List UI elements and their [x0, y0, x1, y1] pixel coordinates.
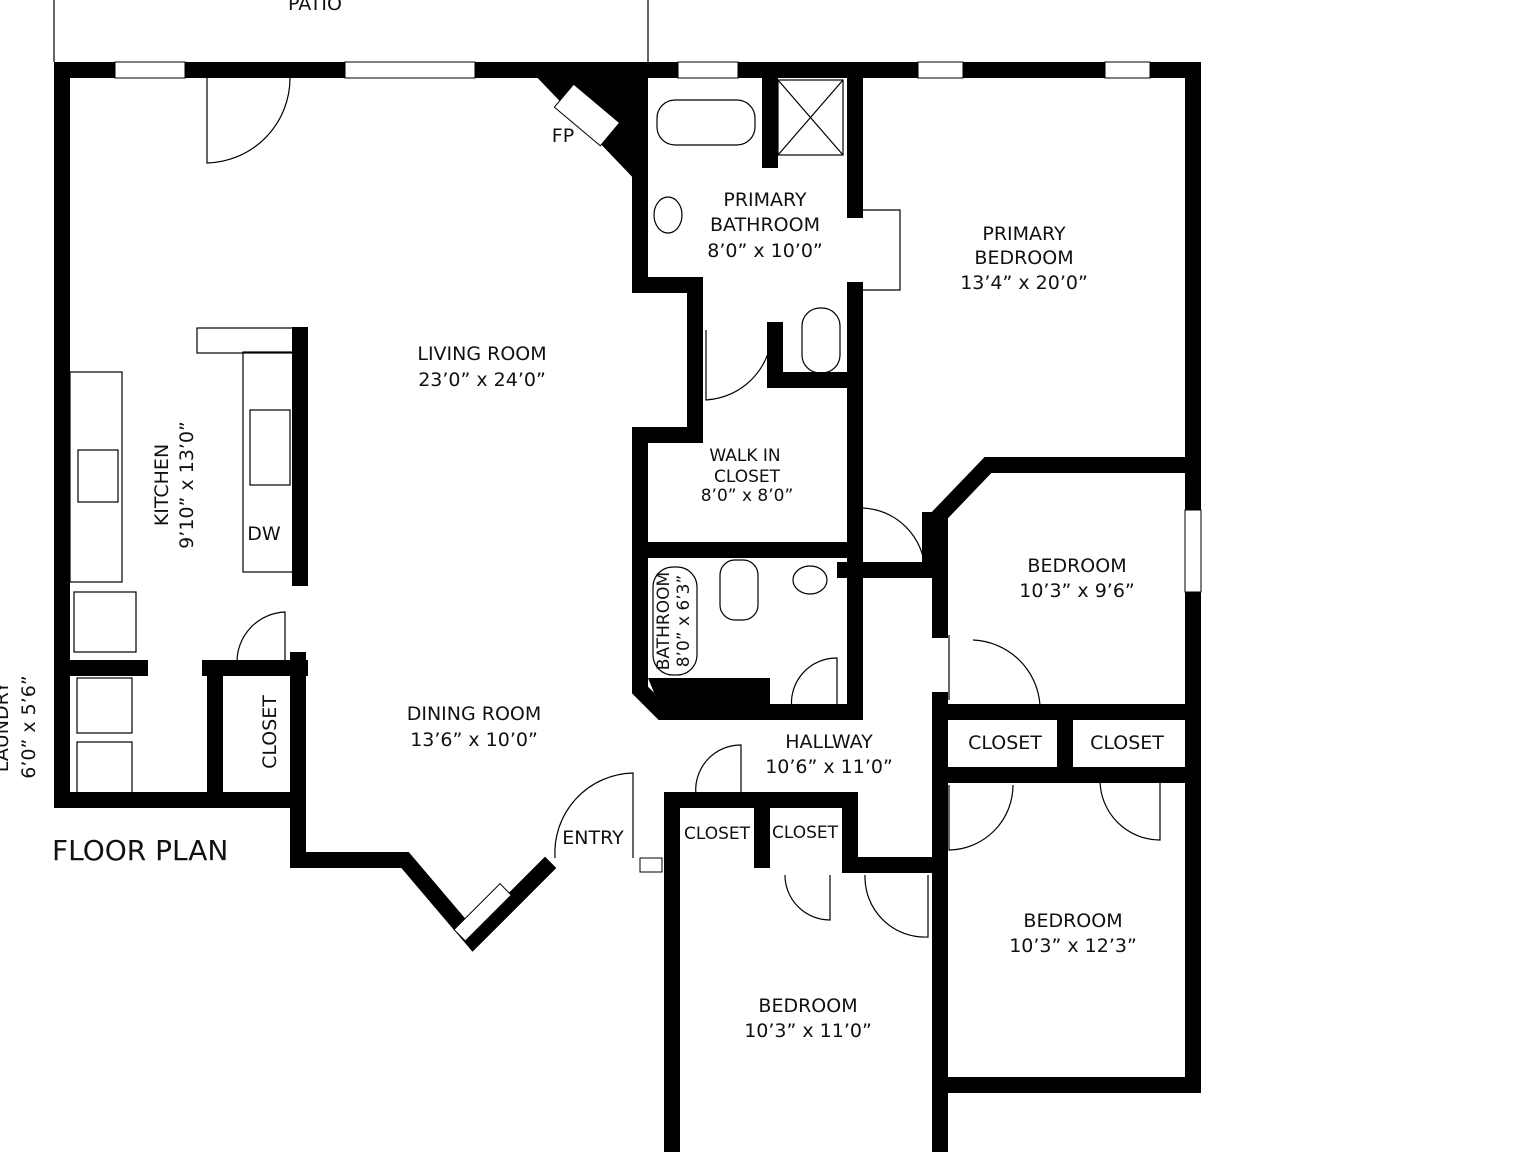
svg-text:13’6” x 10’0”: 13’6” x 10’0” [410, 729, 538, 751]
svg-text:8’0” x 6’3”: 8’0” x 6’3” [674, 575, 694, 668]
svg-text:PRIMARY: PRIMARY [982, 223, 1066, 245]
room-primary-bathroom: PRIMARY BATHROOM 8’0” x 10’0” [707, 189, 823, 262]
room-kitchen: KITCHEN 9’10” x 13’0” [151, 421, 198, 549]
walls [54, 62, 1201, 1152]
closet-bedroom1-b: CLOSET [1090, 732, 1164, 754]
svg-text:BEDROOM: BEDROOM [974, 247, 1073, 269]
room-walk-in-closet: WALK IN CLOSET 8’0” x 8’0” [701, 446, 794, 506]
closet-hall-a: CLOSET [684, 824, 751, 844]
svg-text:CLOSET: CLOSET [714, 467, 781, 487]
patio-label: PATIO [288, 0, 342, 15]
svg-text:8’0” x 8’0”: 8’0” x 8’0” [701, 486, 794, 506]
room-dining: DINING ROOM 13’6” x 10’0” [407, 703, 542, 751]
fireplace-label: FP [552, 125, 574, 147]
svg-text:HALLWAY: HALLWAY [785, 731, 873, 753]
svg-text:DINING ROOM: DINING ROOM [407, 703, 542, 725]
windows [114, 61, 1202, 942]
room-bedroom-2: BEDROOM 10’3” x 12’3” [1009, 910, 1137, 957]
room-bedroom-3: BEDROOM 10’3” x 11’0” [744, 995, 872, 1042]
svg-text:23’0” x 24’0”: 23’0” x 24’0” [418, 369, 546, 391]
svg-text:13’4” x 20’0”: 13’4” x 20’0” [960, 272, 1088, 294]
patio-outline [53, 0, 649, 62]
room-primary-bedroom: PRIMARY BEDROOM 13’4” x 20’0” [960, 223, 1088, 294]
svg-text:LAUNDRY: LAUNDRY [0, 681, 13, 772]
svg-text:8’0” x 10’0”: 8’0” x 10’0” [707, 240, 823, 262]
svg-text:BEDROOM: BEDROOM [1027, 555, 1126, 577]
svg-text:10’3” x 9’6”: 10’3” x 9’6” [1019, 580, 1135, 602]
svg-text:10’6” x 11’0”: 10’6” x 11’0” [765, 756, 893, 778]
svg-text:BEDROOM: BEDROOM [1023, 910, 1122, 932]
fixtures [69, 77, 1161, 938]
svg-text:10’3” x 11’0”: 10’3” x 11’0” [744, 1020, 872, 1042]
room-bathroom: BATHROOM 8’0” x 6’3” [654, 572, 694, 670]
closet-bedroom1-a: CLOSET [968, 732, 1042, 754]
svg-text:10’3” x 12’3”: 10’3” x 12’3” [1009, 935, 1137, 957]
closet-laundry: CLOSET [259, 695, 281, 769]
room-living: LIVING ROOM 23’0” x 24’0” [417, 343, 546, 391]
page-title: FLOOR PLAN [52, 834, 228, 867]
dishwasher-label: DW [247, 523, 281, 545]
room-hallway: HALLWAY 10’6” x 11’0” [765, 731, 893, 778]
svg-text:BATHROOM: BATHROOM [710, 214, 820, 236]
room-bedroom-1: BEDROOM 10’3” x 9’6” [1019, 555, 1135, 602]
closet-hall-b: CLOSET [772, 823, 839, 843]
svg-text:KITCHEN: KITCHEN [151, 444, 173, 526]
entry-label: ENTRY [562, 827, 624, 849]
svg-text:PRIMARY: PRIMARY [723, 189, 807, 211]
svg-text:BATHROOM: BATHROOM [654, 572, 674, 670]
svg-text:WALK IN: WALK IN [709, 446, 780, 466]
svg-text:9’10” x 13’0”: 9’10” x 13’0” [176, 421, 198, 549]
svg-text:6’0” x 5’6”: 6’0” x 5’6” [18, 675, 40, 778]
svg-text:BEDROOM: BEDROOM [758, 995, 857, 1017]
room-laundry: LAUNDRY 6’0” x 5’6” [0, 675, 40, 778]
svg-text:LIVING ROOM: LIVING ROOM [417, 343, 546, 365]
